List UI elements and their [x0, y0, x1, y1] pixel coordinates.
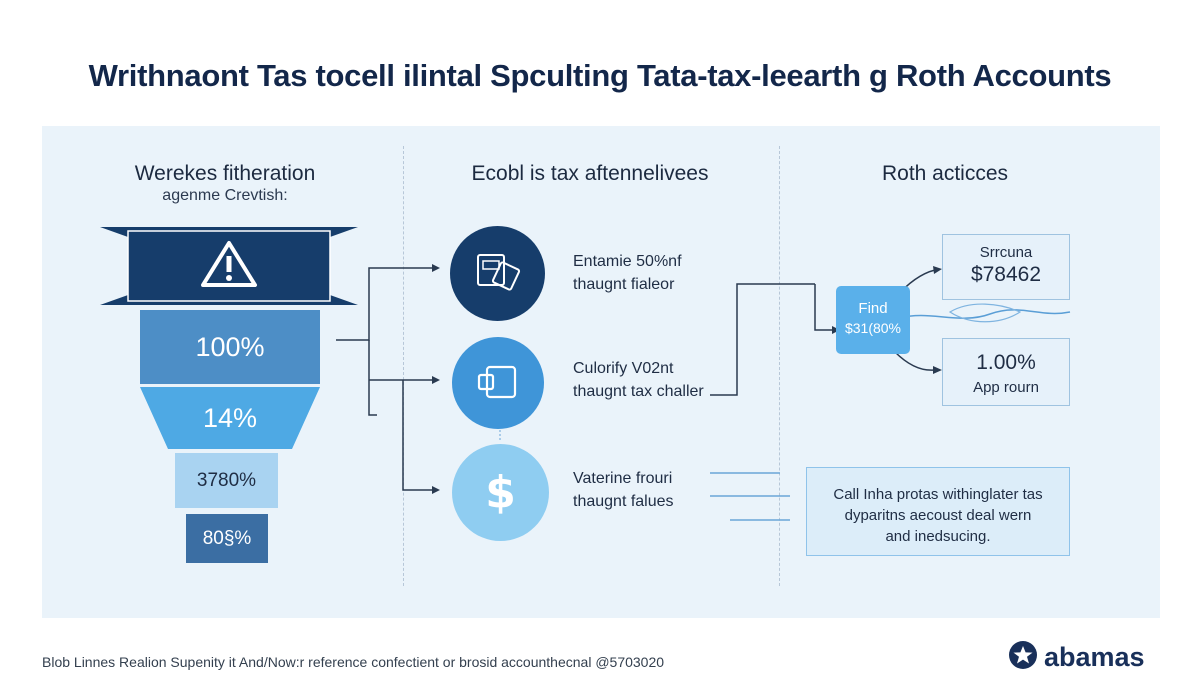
funnel-tier: 3780%: [175, 453, 278, 508]
find-box: Find $31(80%: [836, 286, 910, 354]
step-text: Entamie 50%nf thaugnt fialeor: [573, 250, 733, 296]
funnel-tier-value: 80§%: [202, 527, 252, 549]
warning-icon: [199, 239, 259, 294]
funnel-tier-value: 14%: [202, 402, 258, 433]
step-text: Vaterine frouri thaugnt falues: [573, 467, 733, 513]
step-circle: [450, 226, 545, 321]
step-line: thaugnt falues: [573, 493, 674, 510]
funnel-tier-value: 3780%: [196, 469, 257, 491]
brand-name: abamas: [1044, 642, 1145, 672]
result-box-label: App rourn: [973, 379, 1039, 396]
find-label: Find: [858, 300, 888, 317]
star-logo-icon: [1008, 640, 1038, 675]
column-divider: [779, 146, 780, 586]
step-line: thaugnt tax challer: [573, 383, 704, 400]
step-circle: $: [452, 444, 549, 541]
funnel-tier: 100%: [140, 310, 320, 384]
funnel-top-tier: [100, 227, 358, 305]
step-circle: [452, 337, 544, 429]
left-column-heading: Werekes fitheration: [134, 162, 316, 185]
dollar-icon: $: [485, 467, 516, 518]
right-column-heading: Roth acticces: [881, 162, 1009, 185]
result-box-label: Srrcuna: [979, 244, 1033, 261]
result-box-value: $78462: [970, 263, 1042, 286]
step-line: Vaterine frouri: [573, 470, 673, 487]
funnel-tier-value: 100%: [195, 331, 265, 362]
result-box: Srrcuna $78462: [942, 234, 1070, 300]
wallet-icon: [475, 361, 521, 406]
brand-logo[interactable]: abamas: [1008, 640, 1145, 675]
note-line: dyparitns aecoust deal wern: [844, 507, 1032, 524]
middle-column-heading: Ecobl is tax aftennelivees: [471, 162, 709, 185]
cards-icon: [474, 251, 522, 296]
funnel-tier: 80§%: [186, 514, 268, 563]
result-box-value: 1.00%: [976, 351, 1036, 374]
note-box: Call Inha protas withinglater tas dypari…: [806, 467, 1070, 556]
page-title: Writhnaont Tas tocell ilintal Spculting …: [88, 58, 1112, 93]
result-box: 1.00% App rourn: [942, 338, 1070, 406]
step-line: Entamie 50%nf: [573, 253, 682, 270]
note-line: Call Inha protas withinglater tas: [833, 486, 1043, 503]
find-value: $31(80%: [844, 320, 902, 336]
note-line: and inedsucing.: [885, 528, 991, 545]
footer-text: Blob Linnes Realion Supenity it And/Now:…: [42, 654, 665, 670]
left-column-subheading: agenme Crevtish:: [162, 187, 288, 204]
funnel-tier: 14%: [140, 387, 320, 449]
step-text: Culorify V02nt thaugnt tax challer: [573, 357, 733, 403]
step-line: thaugnt fialeor: [573, 276, 675, 293]
column-divider: [403, 146, 404, 586]
step-line: Culorify V02nt: [573, 360, 674, 377]
